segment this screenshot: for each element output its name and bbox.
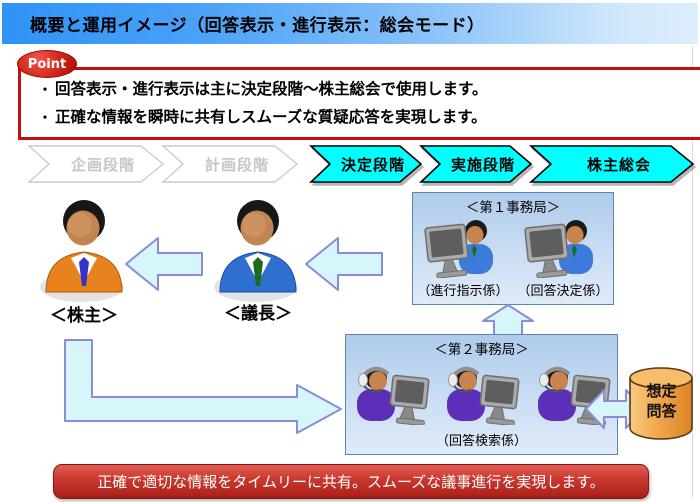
stage-chevron-planning: 企画段階 [27,145,165,183]
office2-role: （回答検索係） [435,434,527,449]
elbow-arrow-icon [64,339,342,434]
chevron-shape [418,145,533,183]
operator-at-pc-icon [524,220,593,278]
point-bullet-text: 回答表示・進行表示は主に決定段階～株主総会で使用します。 [55,80,488,98]
left-arrow-icon [305,237,383,291]
office1-roles: （進行指示係） （回答決定係） [413,280,613,299]
slide-right-edge [692,46,693,498]
stage-label: 企画段階 [70,155,135,174]
headset-operator-at-pc-icon [447,366,520,425]
stage-chevron-execution: 実施段階 [418,145,533,183]
bullet-dot: ・ [38,83,52,98]
stage-chevron-decision: 決定段階 [308,145,423,183]
office2-title: ＜第２事務局＞ [434,342,529,358]
database-cylinder-icon: 想定 問答 [628,366,695,441]
page-title: 概要と運用イメージ（回答表示・進行表示：総会モード） [30,16,485,36]
office1-icons [413,216,613,280]
shareholder-label: ＜株主＞ [50,306,118,326]
stage-label: 実施段階 [450,155,515,174]
point-bullet-2: ・ 正確な情報を瞬時に共有しスムーズな質疑応答を実現します。 [35,104,700,132]
stage-chevron-scheme: 計画段階 [161,145,299,183]
footer-banner: 正確で適切な情報をタイムリーに共有。スムーズな議事進行を実現します。 [53,464,649,499]
footer-text: 正確で適切な情報をタイムリーに共有。スムーズな議事進行を実現します。 [97,473,605,491]
point-bullet-text: 正確な情報を瞬時に共有しスムーズな質疑応答を実現します。 [55,108,487,126]
office2-icons [346,358,617,430]
stage-chevron-meeting: 株主総会 [528,145,695,183]
stage-label: 計画段階 [204,155,269,174]
stage-label: 決定段階 [340,155,405,174]
chevron-shape [308,145,423,183]
office2-panel: ＜第２事務局＞ [345,334,618,455]
office1-panel: ＜第１事務局＞ [412,192,614,305]
office1-role-1: （進行指示係） [417,284,509,299]
chevron-shape [27,145,165,183]
chairman-icon [214,200,298,302]
point-badge: Point [17,50,77,78]
chevron-shape [161,145,299,183]
point-box: ・ 回答表示・進行表示は主に決定段階～株主総会で使用します。 ・ 正確な情報を瞬… [18,67,700,140]
point-bullet-1: ・ 回答表示・進行表示は主に決定段階～株主総会で使用します。 [35,76,700,104]
bullet-dot: ・ [38,111,52,126]
title-bar: 概要と運用イメージ（回答表示・進行表示：総会モード） [2,3,698,44]
stage-label: 株主総会 [586,155,651,174]
office1-title: ＜第１事務局＞ [465,200,561,216]
shareholder-icon [40,200,124,302]
up-arrow-icon [482,304,534,336]
left-arrow-icon [125,237,203,291]
chairman-label: ＜議長＞ [224,304,292,324]
operator-at-pc-icon [424,220,493,278]
office1-role-2: （回答決定係） [517,284,609,299]
chevron-shape [528,145,695,183]
database-label: 想定 問答 [646,382,677,420]
headset-operator-at-pc-icon [357,366,430,425]
